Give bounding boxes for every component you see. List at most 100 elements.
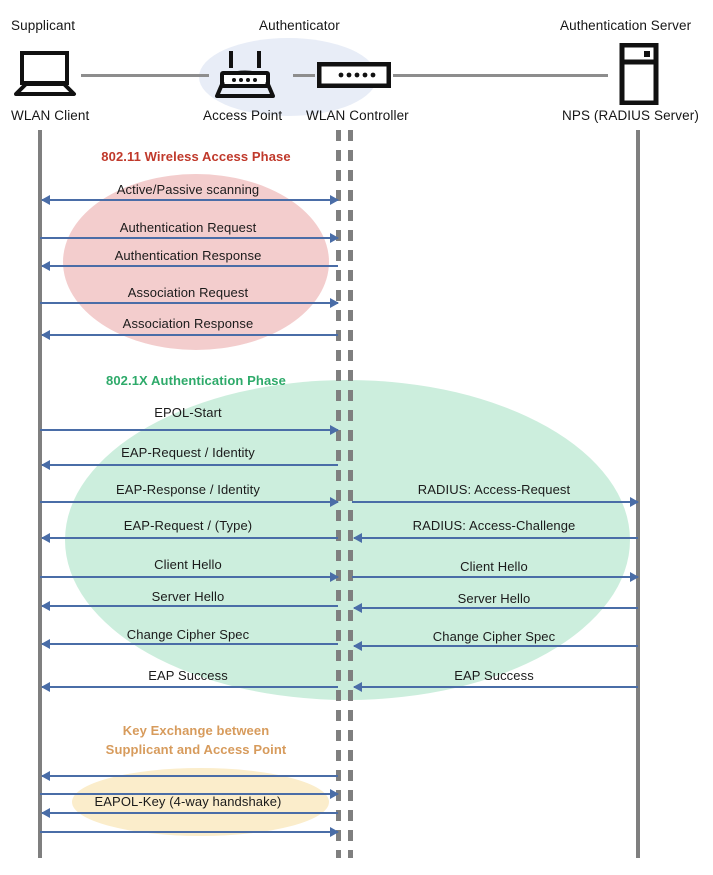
lifeline-access-point	[336, 130, 341, 858]
msg-label-eap-success-left: EAP Success	[148, 668, 228, 683]
server-tower-icon	[618, 42, 660, 110]
msg-label-server-hello-left: Server Hello	[151, 589, 225, 604]
phase-caption-wireless-access: 802.11 Wireless Access Phase	[101, 149, 291, 164]
msg-label-association-request: Association Request	[127, 285, 249, 300]
arrow-head-right	[330, 195, 339, 205]
msg-arrow-eapol-key-1	[41, 771, 338, 781]
msg-arrow-eap-request-type	[41, 533, 338, 543]
arrow-shaft	[354, 686, 638, 688]
arrow-shaft	[354, 607, 638, 609]
arrow-head-right	[630, 572, 639, 582]
msg-label-change-cipher-spec-right: Change Cipher Spec	[432, 629, 556, 644]
actor-label-wlan-client: WLAN Client	[11, 108, 90, 123]
msg-arrow-authentication-request	[40, 233, 339, 243]
arrow-shaft	[42, 643, 338, 645]
phase-blob-key-exchange	[72, 768, 329, 836]
role-title-supplicant: Supplicant	[11, 18, 76, 33]
arrow-shaft	[42, 686, 338, 688]
link-client-to-ap	[81, 74, 209, 77]
msg-arrow-association-response	[41, 330, 338, 340]
msg-arrow-eap-success-right	[353, 682, 638, 692]
msg-label-radius-access-request: RADIUS: Access-Request	[417, 482, 571, 497]
arrow-head-left	[41, 639, 50, 649]
arrow-head-left	[41, 682, 50, 692]
msg-arrow-radius-access-request	[352, 497, 639, 507]
link-controller-to-server	[393, 74, 608, 77]
msg-arrow-authentication-response	[41, 261, 338, 271]
arrow-shaft	[352, 576, 638, 578]
arrow-shaft	[42, 812, 338, 814]
msg-label-radius-access-challenge: RADIUS: Access-Challenge	[412, 518, 576, 533]
arrow-head-right	[330, 425, 339, 435]
msg-label-epol-start: EPOL-Start	[154, 405, 222, 420]
wireless-router-icon	[214, 48, 276, 105]
arrow-shaft	[42, 265, 338, 267]
arrow-head-right	[630, 497, 639, 507]
msg-arrow-epol-start	[40, 425, 339, 435]
phase-caption-key-exchange-line1: Key Exchange between	[122, 723, 270, 738]
phase-caption-dot1x-authentication: 802.1X Authentication Phase	[106, 373, 286, 388]
msg-arrow-eap-response-identity	[40, 497, 339, 507]
arrow-shaft	[40, 501, 338, 503]
arrow-shaft	[42, 605, 338, 607]
phase-caption-key-exchange: Key Exchange between Supplicant and Acce…	[64, 721, 328, 759]
arrow-head-left	[41, 261, 50, 271]
msg-arrow-radius-access-challenge	[353, 533, 638, 543]
msg-arrow-change-cipher-spec-right	[353, 641, 638, 651]
msg-arrow-client-hello-left	[40, 572, 339, 582]
msg-arrow-eapol-key-3	[41, 808, 338, 818]
arrow-head-left	[41, 771, 50, 781]
arrow-shaft	[40, 237, 338, 239]
msg-label-server-hello-right: Server Hello	[457, 591, 531, 606]
arrow-shaft	[40, 576, 338, 578]
msg-arrow-server-hello-right	[353, 603, 638, 613]
arrow-shaft	[352, 501, 638, 503]
msg-arrow-association-request	[40, 298, 339, 308]
phase-caption-key-exchange-line2: Supplicant and Access Point	[105, 742, 287, 757]
arrow-head-left	[353, 641, 362, 651]
lifeline-supplicant	[38, 130, 42, 858]
arrow-shaft	[42, 199, 338, 201]
msg-arrow-eapol-key-2	[40, 789, 339, 799]
arrow-head-left	[353, 533, 362, 543]
arrow-head-left	[41, 460, 50, 470]
msg-arrow-eapol-key-4	[40, 827, 339, 837]
msg-arrow-change-cipher-spec-left	[41, 639, 338, 649]
lifeline-authentication-server	[636, 130, 640, 858]
link-ap-to-controller	[293, 74, 315, 77]
msg-label-association-response: Association Response	[122, 316, 254, 331]
arrow-shaft	[42, 464, 338, 466]
arrow-head-right	[330, 497, 339, 507]
msg-arrow-server-hello-left	[41, 601, 338, 611]
arrow-head-right	[330, 572, 339, 582]
arrow-head-right	[330, 233, 339, 243]
lifeline-wlan-controller	[348, 130, 353, 858]
arrow-shaft	[42, 334, 338, 336]
laptop-icon	[12, 50, 78, 103]
msg-label-eap-response-identity: EAP-Response / Identity	[116, 482, 260, 497]
msg-label-eap-request-type: EAP-Request / (Type)	[123, 518, 253, 533]
msg-arrow-active-passive-scanning	[41, 195, 339, 205]
actor-label-nps-radius-server: NPS (RADIUS Server)	[562, 108, 699, 123]
msg-label-active-passive-scanning: Active/Passive scanning	[116, 182, 260, 197]
role-title-authentication-server: Authentication Server	[560, 18, 692, 33]
arrow-head-left	[353, 682, 362, 692]
msg-label-change-cipher-spec-left: Change Cipher Spec	[126, 627, 250, 642]
msg-label-eap-success-right: EAP Success	[454, 668, 534, 683]
arrow-head-left	[41, 601, 50, 611]
msg-label-client-hello-right: Client Hello	[460, 559, 528, 574]
arrow-shaft	[40, 831, 338, 833]
msg-arrow-eap-request-identity	[41, 460, 338, 470]
msg-label-eap-request-identity: EAP-Request / Identity	[121, 445, 255, 460]
msg-label-eapol-key-handshake: EAPOL-Key (4-way handshake)	[94, 794, 282, 809]
msg-label-client-hello-left: Client Hello	[154, 557, 222, 572]
arrow-shaft	[354, 537, 638, 539]
arrow-shaft	[40, 429, 338, 431]
msg-label-authentication-request: Authentication Request	[119, 220, 257, 235]
msg-label-authentication-response: Authentication Response	[114, 248, 262, 263]
arrow-head-left	[41, 808, 50, 818]
arrow-shaft	[42, 537, 338, 539]
arrow-head-left	[353, 603, 362, 613]
arrow-shaft	[40, 793, 338, 795]
